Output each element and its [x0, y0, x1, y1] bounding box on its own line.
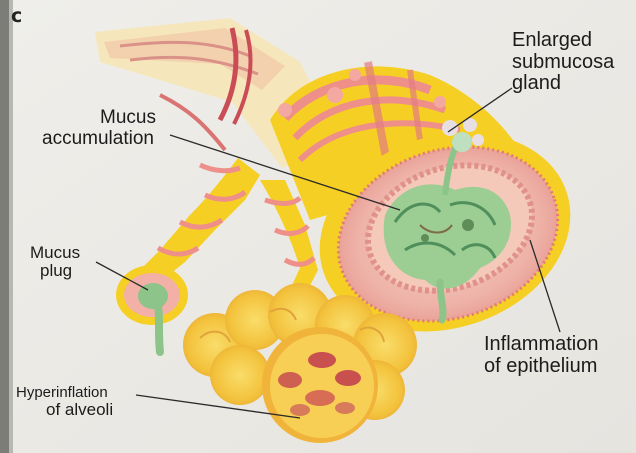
label-line: Mucus	[100, 108, 156, 129]
label-enlarged-submucosa-gland: Enlarged submucosa gland	[512, 30, 614, 95]
label-inflammation-of-epithelium: Inflammation of epithelium	[484, 334, 599, 377]
panel-letter: c	[11, 5, 22, 27]
label-line: plug	[40, 262, 80, 280]
label-line: Enlarged	[512, 30, 614, 52]
label-line: accumulation	[42, 129, 156, 150]
label-line: Hyperinflation	[16, 385, 113, 401]
label-line: of alveoli	[46, 401, 113, 419]
label-line: Mucus	[30, 244, 80, 262]
binding-shadow	[0, 0, 9, 453]
label-line: submucosa	[512, 52, 614, 74]
label-hyperinflation-of-alveoli: Hyperinflation of alveoli	[16, 385, 113, 420]
label-mucus-plug: Mucus plug	[30, 244, 80, 281]
label-line: Inflammation	[484, 334, 599, 356]
label-line: of epithelium	[484, 356, 599, 378]
label-line: gland	[512, 73, 614, 95]
label-mucus-accumulation: Mucus accumulation	[100, 108, 156, 149]
